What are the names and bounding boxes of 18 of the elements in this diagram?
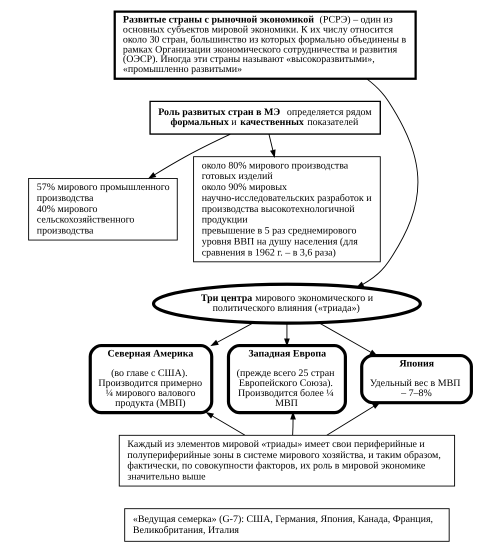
arrow: [284, 322, 290, 347]
node-box: Северная Америка (во главе с США). Производится примерно ¼ мирового валового продукта (МВП): [88, 344, 214, 414]
node-box: Развитые страны с рыночной экономикой (РСРЭ) – один из основных субъектов мировой экономики. К их числу относится около 30 стран, большинство из которых формально объединены в рамках Организации экономического сотрудничества и развития (ОЭСР). Иногда эти страны называют «высокоразвитыми», «промышленно развитыми»: [114, 10, 417, 80]
arrow: [205, 412, 246, 436]
node-box: около 80% мирового производства готовых изделий около 90% мировых научно-исследовательских разработок и производства высокотехнологичной продукции превышение в 5 раз среднемирового уровня ВВП на душу населения (для сравнения в 1962 г. – в 3,6 раза): [193, 156, 381, 262]
node-box: Каждый из элементов мировой «триады» имеет свои периферийные и полупериферийные зоны в системе мирового хозяйства, и таким образом, фактически, по совокупности факторов, их роль в мировой экономике значительно выше: [118, 434, 456, 487]
arrow: [210, 322, 254, 346]
node-box: Роль развитых стран в МЭ определяется рядом формальных и качественных показателей: [149, 100, 381, 135]
node-box: 57% мирового промышленного производства 40% мирового сельскохозяйственного производства: [28, 178, 178, 240]
node-box: Западная Европа (прежде всего 25 стран Европейского Союза). Производится более ¼ МВП: [226, 344, 347, 414]
arrow: [290, 411, 296, 436]
node-box: Япония Удельный вес в МВП – 7–8%: [360, 354, 473, 404]
arrow: [326, 402, 381, 436]
arrow: [268, 134, 276, 158]
node-box: «Ведущая семерка» (G-7): США, Германия, Япония, Канада, Франция, Великобритания, Италия: [124, 508, 450, 542]
arrow: [356, 78, 418, 288]
arrow: [318, 322, 378, 356]
arrow: [148, 134, 232, 179]
